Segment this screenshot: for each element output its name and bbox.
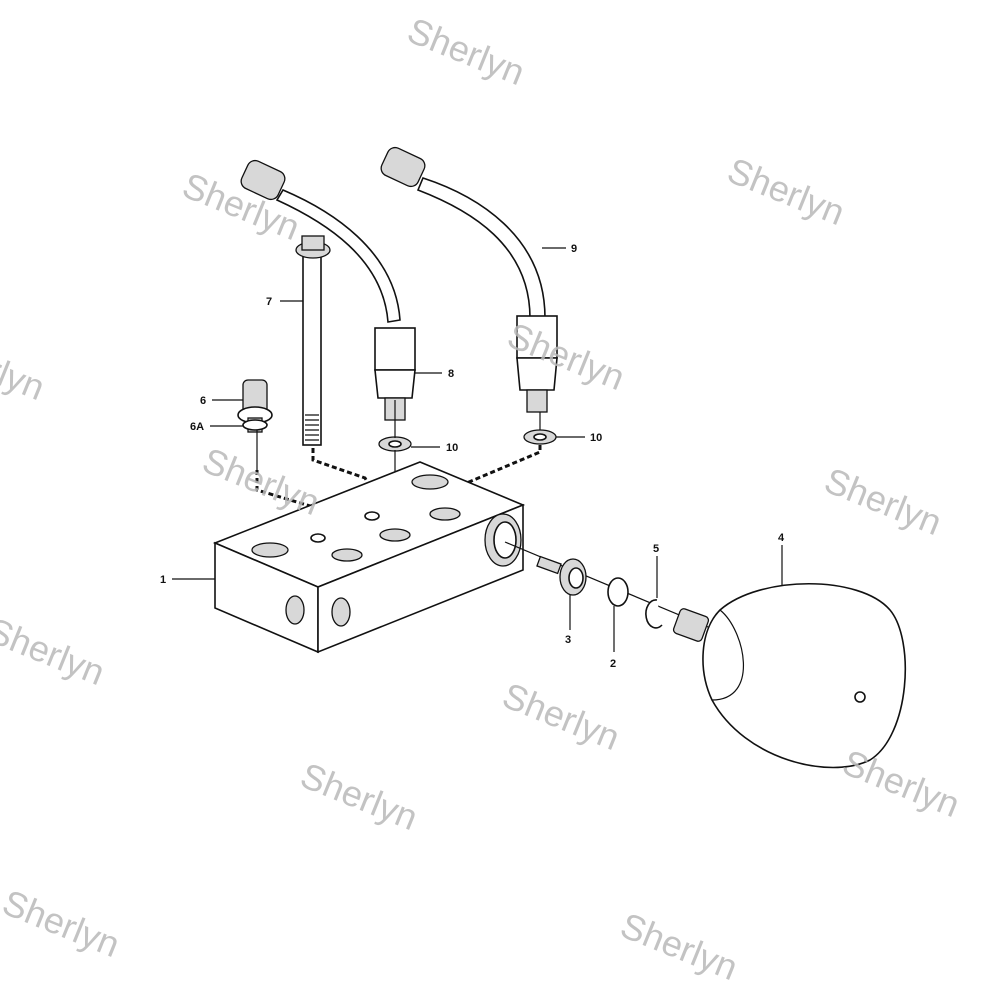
- bolt: [295, 235, 331, 446]
- label-9: 9: [571, 243, 577, 255]
- seal-6a: [242, 419, 268, 431]
- label-5: 5: [653, 543, 659, 555]
- valve: [536, 555, 587, 596]
- circlip: [645, 599, 663, 629]
- watermark: Sherlyn: [837, 741, 966, 825]
- o-ring: [607, 577, 629, 607]
- pipe-left: [240, 159, 416, 421]
- watermark: Sherlyn: [0, 609, 111, 693]
- watermark: Sherlyn: [177, 164, 306, 248]
- watermark: Sherlyn: [0, 881, 126, 965]
- watermark: Sherlyn: [197, 439, 326, 523]
- label-10-right: 10: [590, 432, 602, 444]
- accumulator: [672, 583, 907, 769]
- label-10-left: 10: [446, 442, 458, 454]
- watermark: Sherlyn: [722, 149, 851, 233]
- manifold-block: [212, 461, 526, 654]
- watermark: Sherlyn: [819, 459, 948, 543]
- label-7: 7: [266, 296, 272, 308]
- label-1: 1: [160, 574, 166, 586]
- label-6a: 6A: [190, 421, 204, 433]
- watermark: Sherlyn: [295, 754, 424, 838]
- label-3: 3: [565, 634, 571, 646]
- watermark: Sherlyn: [497, 674, 626, 758]
- watermark: Sherlyn: [0, 324, 51, 408]
- watermark: Sherlyn: [615, 904, 744, 988]
- label-6: 6: [200, 395, 206, 407]
- label-4: 4: [778, 532, 785, 544]
- label-2: 2: [610, 658, 616, 670]
- watermark: Sherlyn: [402, 9, 531, 93]
- label-8: 8: [448, 368, 454, 380]
- pipe-right: [380, 146, 558, 413]
